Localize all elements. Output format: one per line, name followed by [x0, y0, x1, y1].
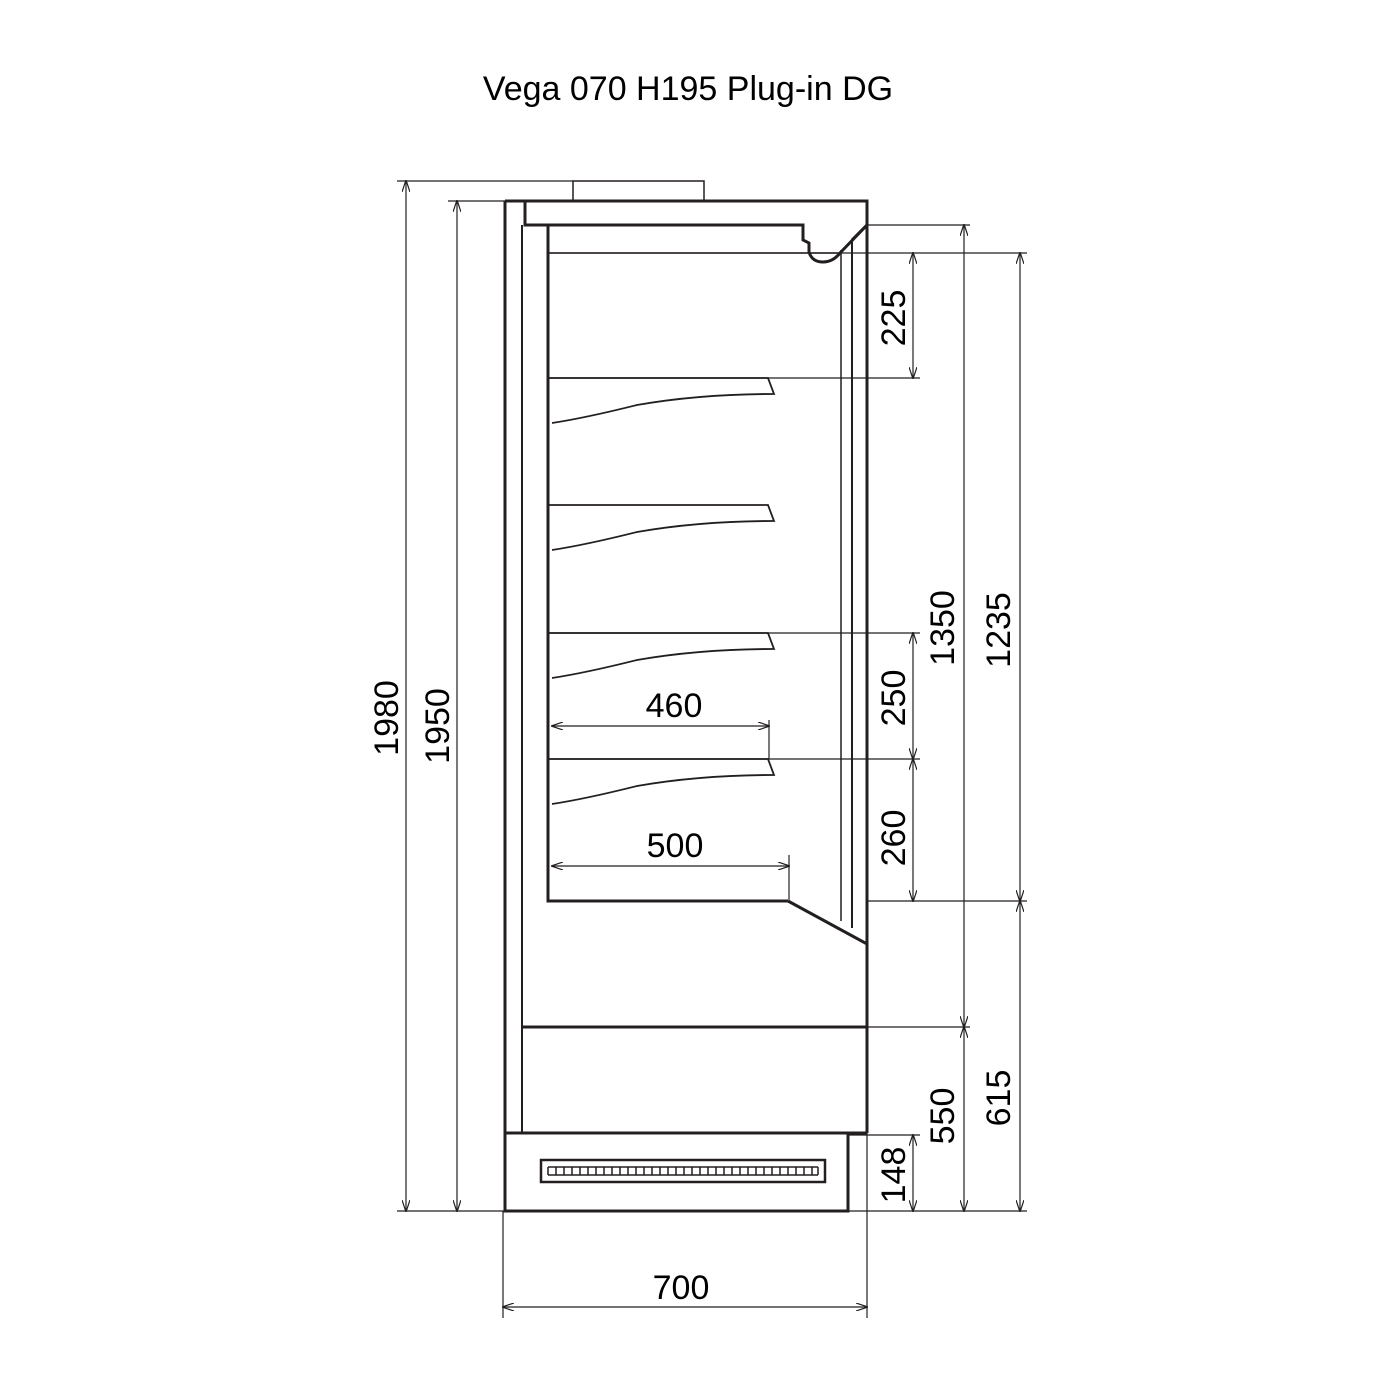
vent-grille-frame [539, 1158, 827, 1184]
top-unit-box [572, 180, 705, 202]
dim-label-1350: 1350 [924, 590, 962, 666]
plinth [503, 1131, 850, 1213]
dim-label-148: 148 [875, 1147, 913, 1204]
shelf-1 [548, 377, 776, 424]
shelf-2 [548, 504, 776, 551]
dim-label-615: 615 [980, 1070, 1018, 1127]
dim-label-500: 500 [647, 827, 704, 865]
shelf-4 [548, 758, 776, 805]
dim-label-550: 550 [924, 1088, 962, 1145]
dim-label-1950: 1950 [419, 688, 457, 764]
vent-grille [547, 1166, 819, 1176]
dim-label-460: 460 [646, 687, 703, 725]
dim-label-1235: 1235 [980, 592, 1018, 668]
canopy [505, 199, 869, 264]
dim-label-700: 700 [653, 1269, 710, 1307]
front-riser [787, 221, 869, 947]
display-back-wall [546, 225, 788, 903]
dim-label-225: 225 [875, 290, 913, 347]
dim-label-260: 260 [875, 810, 913, 867]
cabinet-outline [503, 180, 869, 1213]
dim-label-250: 250 [875, 670, 913, 727]
dim-label-1980: 1980 [368, 680, 406, 756]
drawing-title: Vega 070 H195 Plug-in DG [482, 70, 894, 108]
shelf-3 [548, 632, 776, 679]
